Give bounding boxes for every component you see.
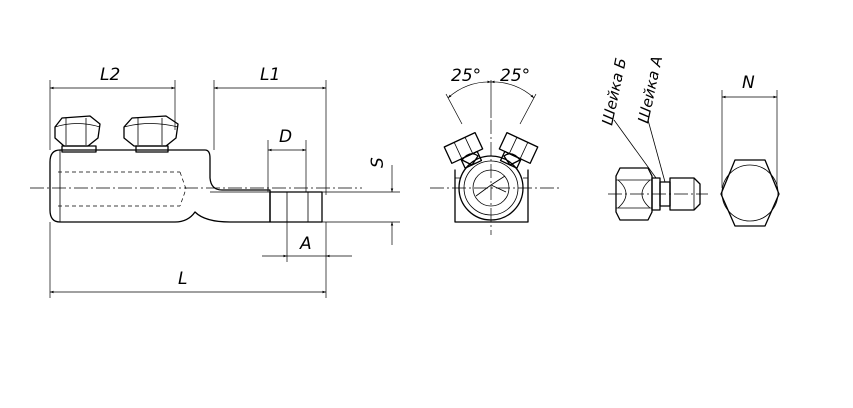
bolt-side-view xyxy=(608,119,708,221)
lug-end-view xyxy=(430,80,560,235)
label-neck-b: Шейка Б xyxy=(598,56,630,127)
lug-palm xyxy=(269,191,323,223)
label-A: A xyxy=(299,234,312,254)
bore-tip xyxy=(179,171,187,207)
lug-side-view xyxy=(30,80,400,298)
label-N: N xyxy=(742,73,755,93)
bolt-head-left xyxy=(54,115,101,153)
label-S: S xyxy=(368,157,388,168)
label-L: L xyxy=(178,269,187,289)
hex-end-view xyxy=(720,90,780,227)
label-angle-right: 25° xyxy=(500,66,530,86)
lug-barrel xyxy=(49,149,271,223)
label-D: D xyxy=(279,127,292,147)
label-neck-a: Шейка А xyxy=(634,54,666,125)
label-L1: L1 xyxy=(260,65,280,85)
bolt-head-right xyxy=(123,115,179,153)
label-angle-left: 25° xyxy=(451,66,481,86)
label-L2: L2 xyxy=(100,65,120,85)
